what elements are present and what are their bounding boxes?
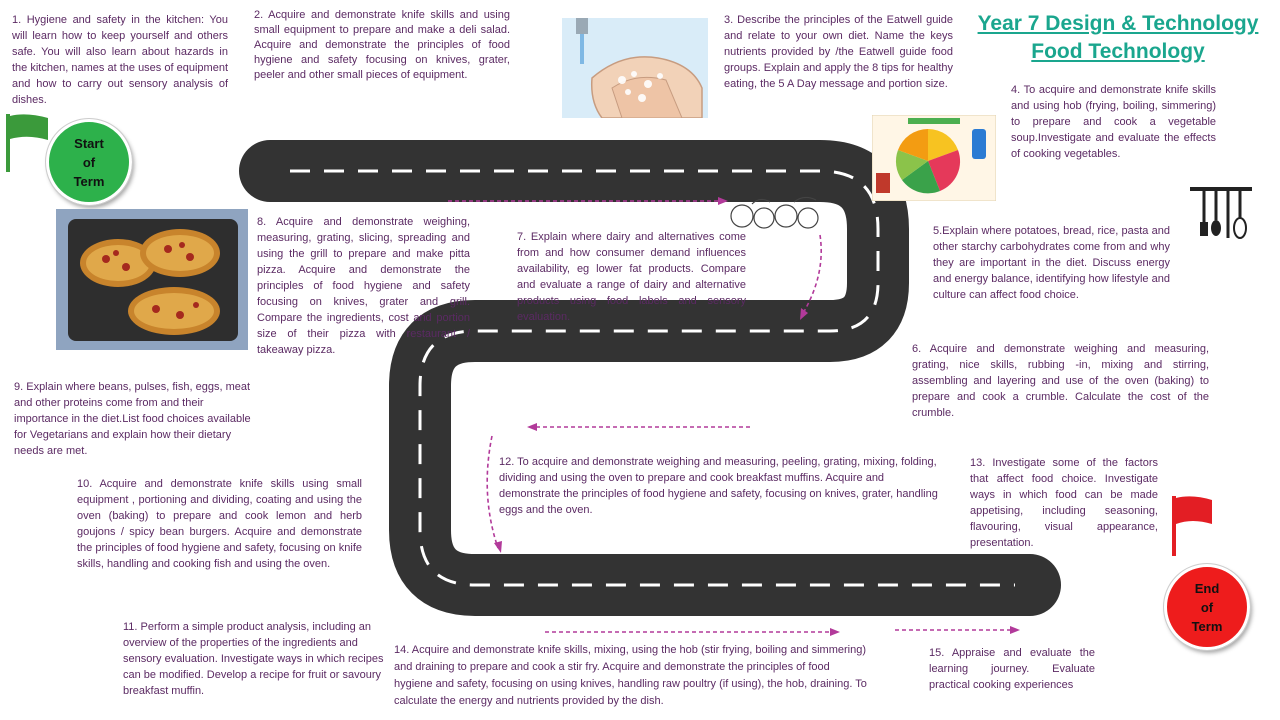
end-line-3: Term (1191, 618, 1223, 634)
step-14: 14. Acquire and demonstrate knife skills… (394, 644, 867, 707)
step-7: 7. Explain where dairy and alternatives … (517, 231, 746, 323)
step-11: 11. Perform a simple product analysis, i… (123, 621, 384, 697)
title-line-1: Year 7 Design & Technology (977, 12, 1259, 35)
hand-washing-image (562, 18, 708, 118)
step-5: 5.Explain where potatoes, bread, rice, p… (933, 225, 1170, 301)
green-flag-icon (6, 114, 48, 172)
start-line-3: Term (73, 173, 105, 189)
end-of-term-badge: End of Term (1163, 563, 1251, 651)
step-6: 6. Acquire and demonstrate weighing and … (912, 343, 1209, 419)
step-1: 1. Hygiene and safety in the kitchen: Yo… (12, 14, 228, 106)
start-line-2: of (82, 154, 96, 170)
step-9: 9. Explain where beans, pulses, fish, eg… (14, 381, 251, 457)
step-8: 8. Acquire and demonstrate weighing, mea… (257, 216, 470, 356)
start-of-term-badge: Start of Term (45, 118, 133, 206)
red-flag-icon (1172, 496, 1212, 556)
page-title: Year 7 Design & Technology Food Technolo… (968, 10, 1268, 66)
start-line-1: Start (74, 135, 104, 151)
pitta-pizza-image (56, 209, 248, 350)
step-10: 10. Acquire and demonstrate knife skills… (77, 478, 362, 570)
title-line-2: Food Technology (1031, 40, 1205, 63)
step-13: 13. Investigate some of the factors that… (970, 457, 1158, 549)
step-12: 12. To acquire and demonstrate weighing … (499, 456, 938, 516)
utensils-rack-icon (1190, 187, 1252, 239)
eatwell-guide-image (872, 115, 996, 201)
step-15: 15. Appraise and evaluate the learning j… (929, 647, 1095, 691)
end-line-2: of (1200, 599, 1214, 615)
fruit-sketch-icon (730, 196, 819, 229)
step-2: 2. Acquire and demonstrate knife skills … (254, 9, 510, 81)
end-line-1: End (1194, 580, 1220, 596)
step-3: 3. Describe the principles of the Eatwel… (724, 14, 953, 90)
step-4: 4. To acquire and demonstrate knife skil… (1011, 84, 1216, 160)
